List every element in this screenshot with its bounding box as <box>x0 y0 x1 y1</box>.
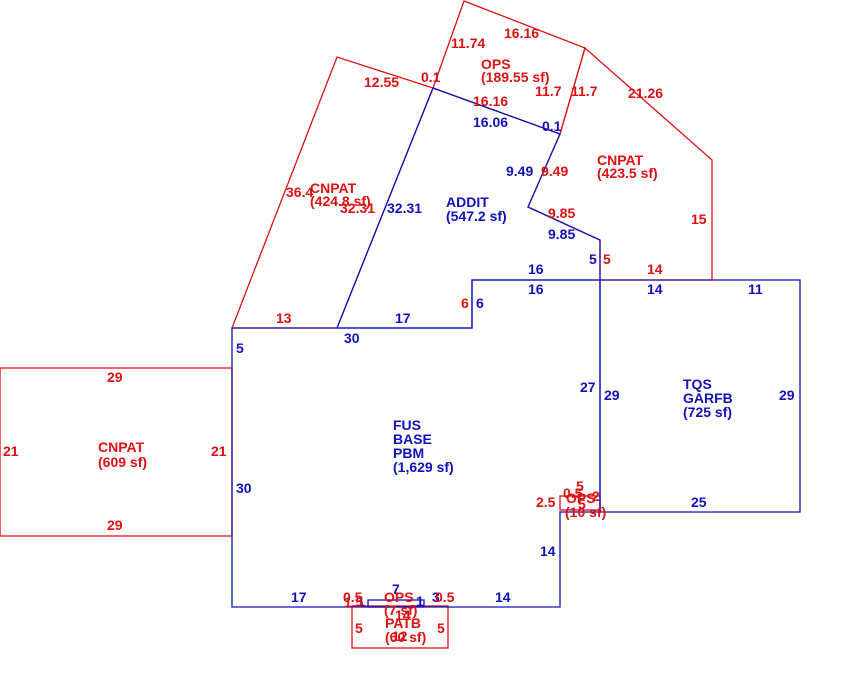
dim-label: 14 <box>647 261 663 277</box>
dim-label: 16 <box>528 281 544 297</box>
cnpat-mid-area: (424.8 sf) <box>310 193 371 209</box>
dim-label: 14 <box>395 607 411 623</box>
dim-label: 29 <box>779 387 795 403</box>
dim-label: 2 <box>592 488 600 504</box>
ops-bottom-name: OPS <box>384 589 414 605</box>
dim-label: 21 <box>211 443 227 459</box>
cnpat-right-area: (423.5 sf) <box>597 165 658 181</box>
dim-label: 2.5 <box>536 494 556 510</box>
dim-label: 14 <box>495 589 511 605</box>
dim-label: 25 <box>691 494 707 510</box>
dim-label: 0.1 <box>421 69 441 85</box>
patb-area: (60 sf) <box>385 629 426 645</box>
dim-label: 1.5 <box>344 594 364 610</box>
dim-label: 17 <box>291 589 307 605</box>
addit-area: (547.2 sf) <box>446 208 507 224</box>
dim-label: 11.7 <box>535 83 562 99</box>
addit-name: ADDIT <box>446 194 489 210</box>
cnpat-left-name: CNPAT <box>98 439 145 455</box>
dim-label: 5 <box>578 496 586 512</box>
fus-outline <box>231 279 601 608</box>
dim-label: 11.7 <box>571 83 598 99</box>
dim-label: 1 <box>357 593 365 609</box>
dim-label: 16.16 <box>473 93 508 109</box>
dim-label: 9.49 <box>541 163 568 179</box>
dim-label: 11.74 <box>451 35 485 51</box>
dim-label: 0.5 <box>343 589 363 605</box>
dim-label: 16.06 <box>473 114 508 130</box>
dim-label: 0.5 <box>563 485 583 501</box>
dim-label: 30 <box>236 480 252 496</box>
dim-label: 29 <box>107 517 123 533</box>
ops-small-area: (10 sf) <box>565 504 606 520</box>
fus-name-line1: FUS <box>393 417 421 433</box>
dim-label: 5 <box>589 251 597 267</box>
dim-label: 12 <box>392 628 408 644</box>
dim-label: 6 <box>476 295 484 311</box>
dim-label: 9.85 <box>548 226 575 242</box>
dim-label: 5 <box>236 340 244 356</box>
dim-label: 0.1 <box>542 118 562 134</box>
dim-label: 12.55 <box>364 74 399 90</box>
cnpat-mid-name: CNPAT <box>310 180 357 196</box>
dim-label: 0.5 <box>435 589 455 605</box>
cnpat-left-area: (609 sf) <box>98 454 147 470</box>
dim-label: 16.16 <box>504 25 539 41</box>
dim-label: 3 <box>432 589 440 605</box>
dim-label: 29 <box>604 387 620 403</box>
dim-label: 5 <box>603 251 611 267</box>
ops-small-name: OPS <box>566 490 596 506</box>
dim-label: 11 <box>748 281 763 297</box>
fus-name-line3: PBM <box>393 445 424 461</box>
tqs-area: (725 sf) <box>683 404 732 420</box>
dim-label: 21 <box>3 443 19 459</box>
dim-label: 32.31 <box>387 200 422 216</box>
patb-outline <box>351 605 449 649</box>
dim-label: 14 <box>647 281 663 297</box>
dim-label: 1 <box>416 593 424 609</box>
dim-label: 6 <box>461 295 469 311</box>
dim-label: 29 <box>107 369 123 385</box>
dim-label: 9.49 <box>506 163 533 179</box>
ops-top-name: OPS <box>481 56 511 72</box>
fus-area: (1,629 sf) <box>393 459 454 475</box>
tqs-name-line1: TQS <box>683 376 712 392</box>
dim-label: 30 <box>344 330 360 346</box>
dim-label: 5 <box>355 620 363 636</box>
ops-top-area: (189.55 sf) <box>481 69 549 85</box>
tqs-name-line2: GARFB <box>683 390 733 406</box>
patb-name: PATB <box>385 615 421 631</box>
dim-label: 27 <box>580 379 596 395</box>
dim-label: 14 <box>540 543 556 559</box>
dim-label: 13 <box>276 310 292 326</box>
fus-name-line2: BASE <box>393 431 432 447</box>
dim-label: 5 <box>576 478 584 494</box>
dim-label: 36.4 <box>286 184 313 200</box>
dim-label: 5 <box>437 620 445 636</box>
ops-bottom-outline <box>367 599 425 608</box>
dim-label: 16 <box>528 261 544 277</box>
dim-label: 17 <box>395 310 411 326</box>
dim-label: 7 <box>392 581 400 597</box>
dim-label: 9.85 <box>548 205 575 221</box>
dim-label: 15 <box>691 211 707 227</box>
ops-bottom-area: (7 sf) <box>384 602 417 618</box>
dim-label: 21.26 <box>628 85 663 101</box>
cnpat-right-name: CNPAT <box>597 152 644 168</box>
dim-label: 32.31 <box>340 200 375 216</box>
